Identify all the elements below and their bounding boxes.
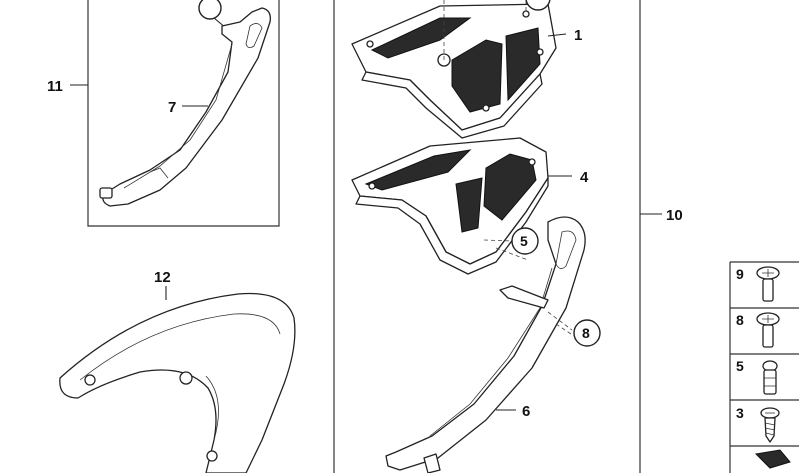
fastener-bottom-clip[interactable]	[754, 449, 791, 469]
fastener-label-5: 5	[736, 358, 744, 374]
callout-11: 11	[47, 78, 63, 95]
callout-5: 5	[520, 233, 528, 249]
callout-1: 1	[574, 27, 582, 44]
callout-8-group: 8	[573, 319, 601, 347]
callout-12: 12	[154, 269, 171, 286]
callout-5-group: 5	[483, 227, 539, 261]
callout-4: 4	[580, 169, 589, 186]
part-7-grab-handle[interactable]: 7	[99, 0, 271, 207]
callout-8: 8	[582, 325, 590, 341]
fastener-label-3: 3	[736, 405, 744, 421]
fastener-3-screw[interactable]: 3	[736, 405, 780, 443]
fastener-label-9: 9	[736, 266, 744, 282]
callout-7: 7	[168, 99, 176, 116]
callout-10: 10	[666, 207, 683, 224]
callout-6: 6	[522, 403, 530, 420]
fastener-9-screw[interactable]: 9	[736, 266, 780, 302]
part-4-luggage-rack-base[interactable]: 4	[351, 137, 589, 275]
fastener-8-screw[interactable]: 8	[736, 312, 780, 348]
part-12-tail-cover[interactable]: 12	[59, 269, 296, 473]
part-6-grab-handle[interactable]: 6	[385, 216, 586, 473]
fastener-label-8: 8	[736, 312, 744, 328]
part-11-frame: 11	[47, 0, 280, 227]
fastener-5-screw[interactable]: 5	[736, 358, 778, 395]
fastener-panel	[729, 261, 799, 473]
assembly-10-frame: 10	[333, 0, 683, 473]
part-1-carrier-plate[interactable]: 1	[351, 0, 582, 139]
